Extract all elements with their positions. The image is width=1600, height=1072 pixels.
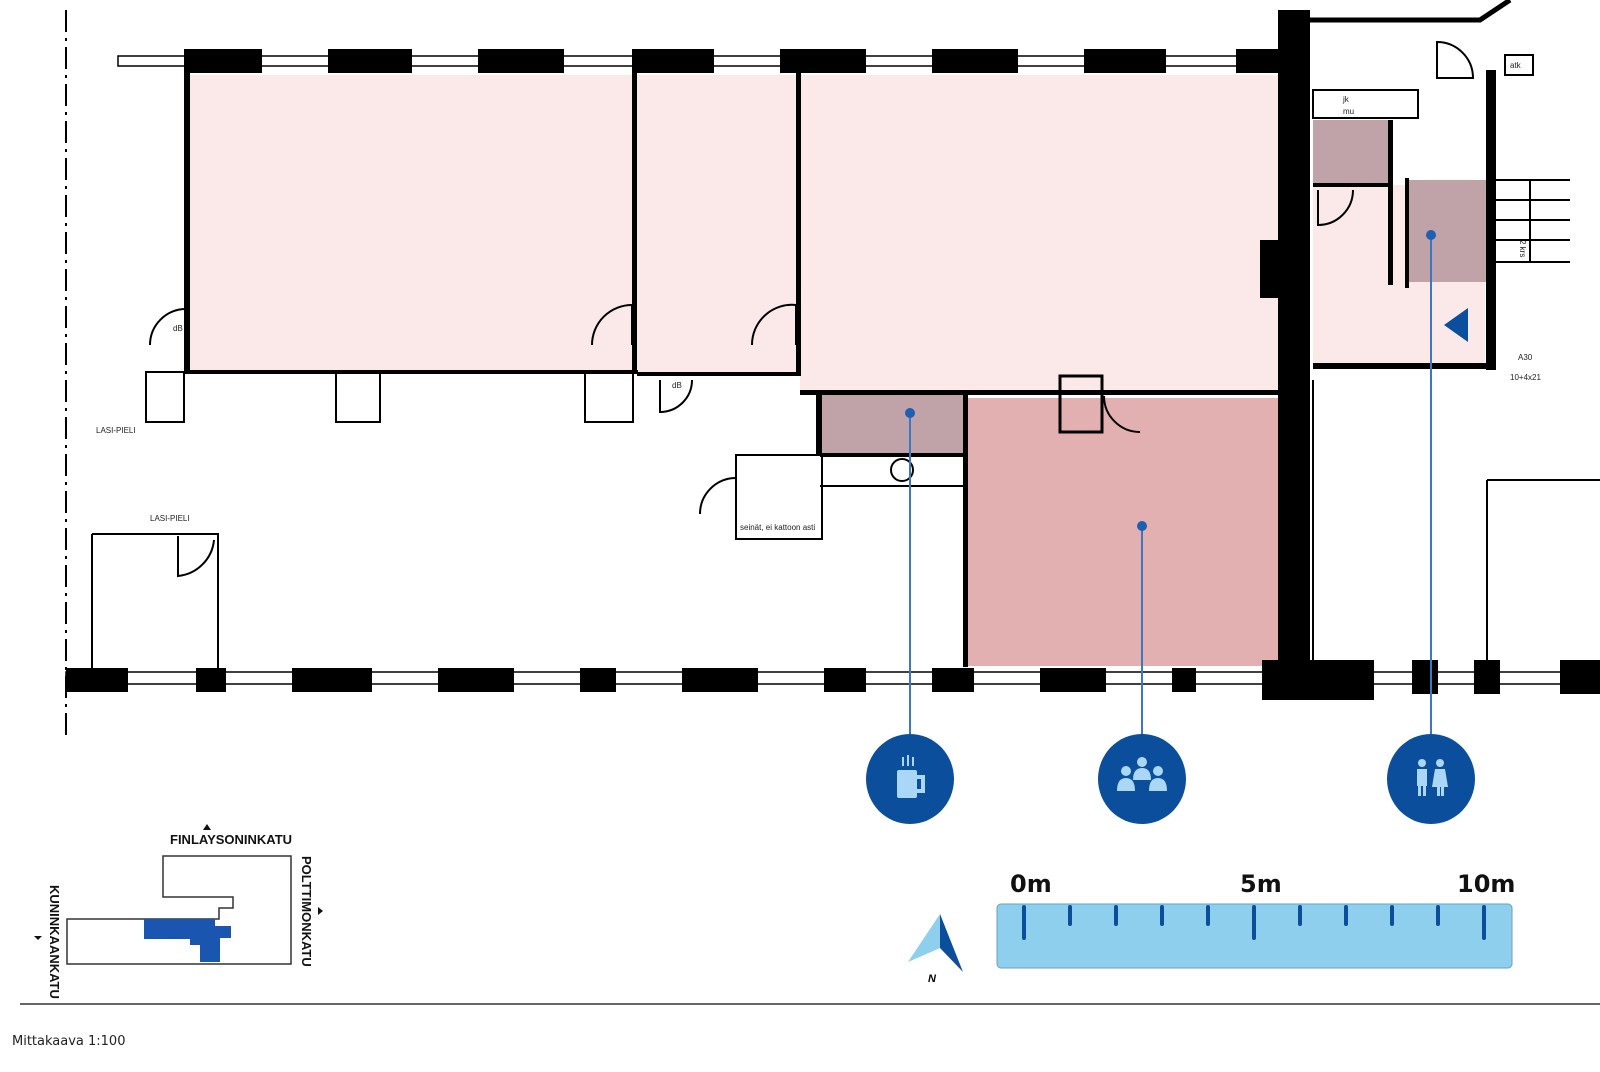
fixtures — [91, 40, 1600, 668]
you-are-here-icon — [1444, 308, 1468, 342]
scale-label-5: 5m — [1240, 870, 1282, 898]
marker-meeting-room[interactable] — [1098, 734, 1186, 824]
marker-dot — [1426, 230, 1436, 240]
room-meeting[interactable] — [967, 398, 1278, 666]
bottom-wall — [65, 660, 1600, 700]
label-lasipieli: LASI-PIELI — [96, 426, 136, 435]
walls — [184, 10, 1496, 700]
label-a30: A30 — [1518, 353, 1533, 362]
scale-text: Mittakaava 1:100 — [12, 1034, 126, 1049]
label-atk: atk — [1510, 61, 1522, 70]
label-jk: jk — [1342, 95, 1350, 104]
room-wc-1[interactable] — [1313, 120, 1388, 185]
north-label: N — [928, 973, 937, 985]
scale-label-0: 0m — [1010, 870, 1052, 898]
marker-kitchen[interactable] — [866, 734, 954, 824]
label-door-size: 10+4x21 — [1510, 373, 1541, 382]
marker-lines — [909, 235, 1432, 740]
top-wall — [117, 49, 1289, 73]
locator-map: FINLAYSONINKATU POLTTIMONKATU KUNINKAANK… — [34, 824, 323, 999]
room-wc-2[interactable] — [1407, 180, 1490, 282]
stair-outline — [1310, 0, 1512, 23]
street-west: KUNINKAANKATU — [47, 885, 62, 999]
restroom-icon — [1417, 759, 1448, 796]
marker-restroom[interactable] — [1387, 734, 1475, 824]
room-office-3[interactable] — [800, 75, 1278, 392]
room-office-1[interactable] — [188, 75, 634, 372]
room-kitchen[interactable] — [820, 392, 965, 455]
label-mu: mu — [1343, 107, 1354, 116]
group-people-icon — [1117, 757, 1167, 791]
north-arrow-icon — [908, 914, 940, 962]
marker-dot — [1137, 521, 1147, 531]
street-east: POLTTIMONKATU — [299, 856, 314, 967]
north-arrow: N — [908, 914, 963, 985]
scale-label-10: 10m — [1457, 870, 1515, 898]
label-db: dB — [672, 381, 682, 390]
label-wall-note: seinät, ei kattoon asti — [740, 523, 815, 532]
room-office-2[interactable] — [637, 75, 797, 374]
label-db: dB — [173, 324, 183, 333]
label-lasipieli: LASI-PIELI — [150, 514, 190, 523]
marker-dot — [905, 408, 915, 418]
scale-bar: 0m 5m 10m — [996, 870, 1515, 969]
coffee-mug-icon — [897, 755, 925, 798]
label-stairs: 2 krs — [1518, 240, 1527, 257]
street-north: FINLAYSONINKATU — [170, 832, 292, 847]
